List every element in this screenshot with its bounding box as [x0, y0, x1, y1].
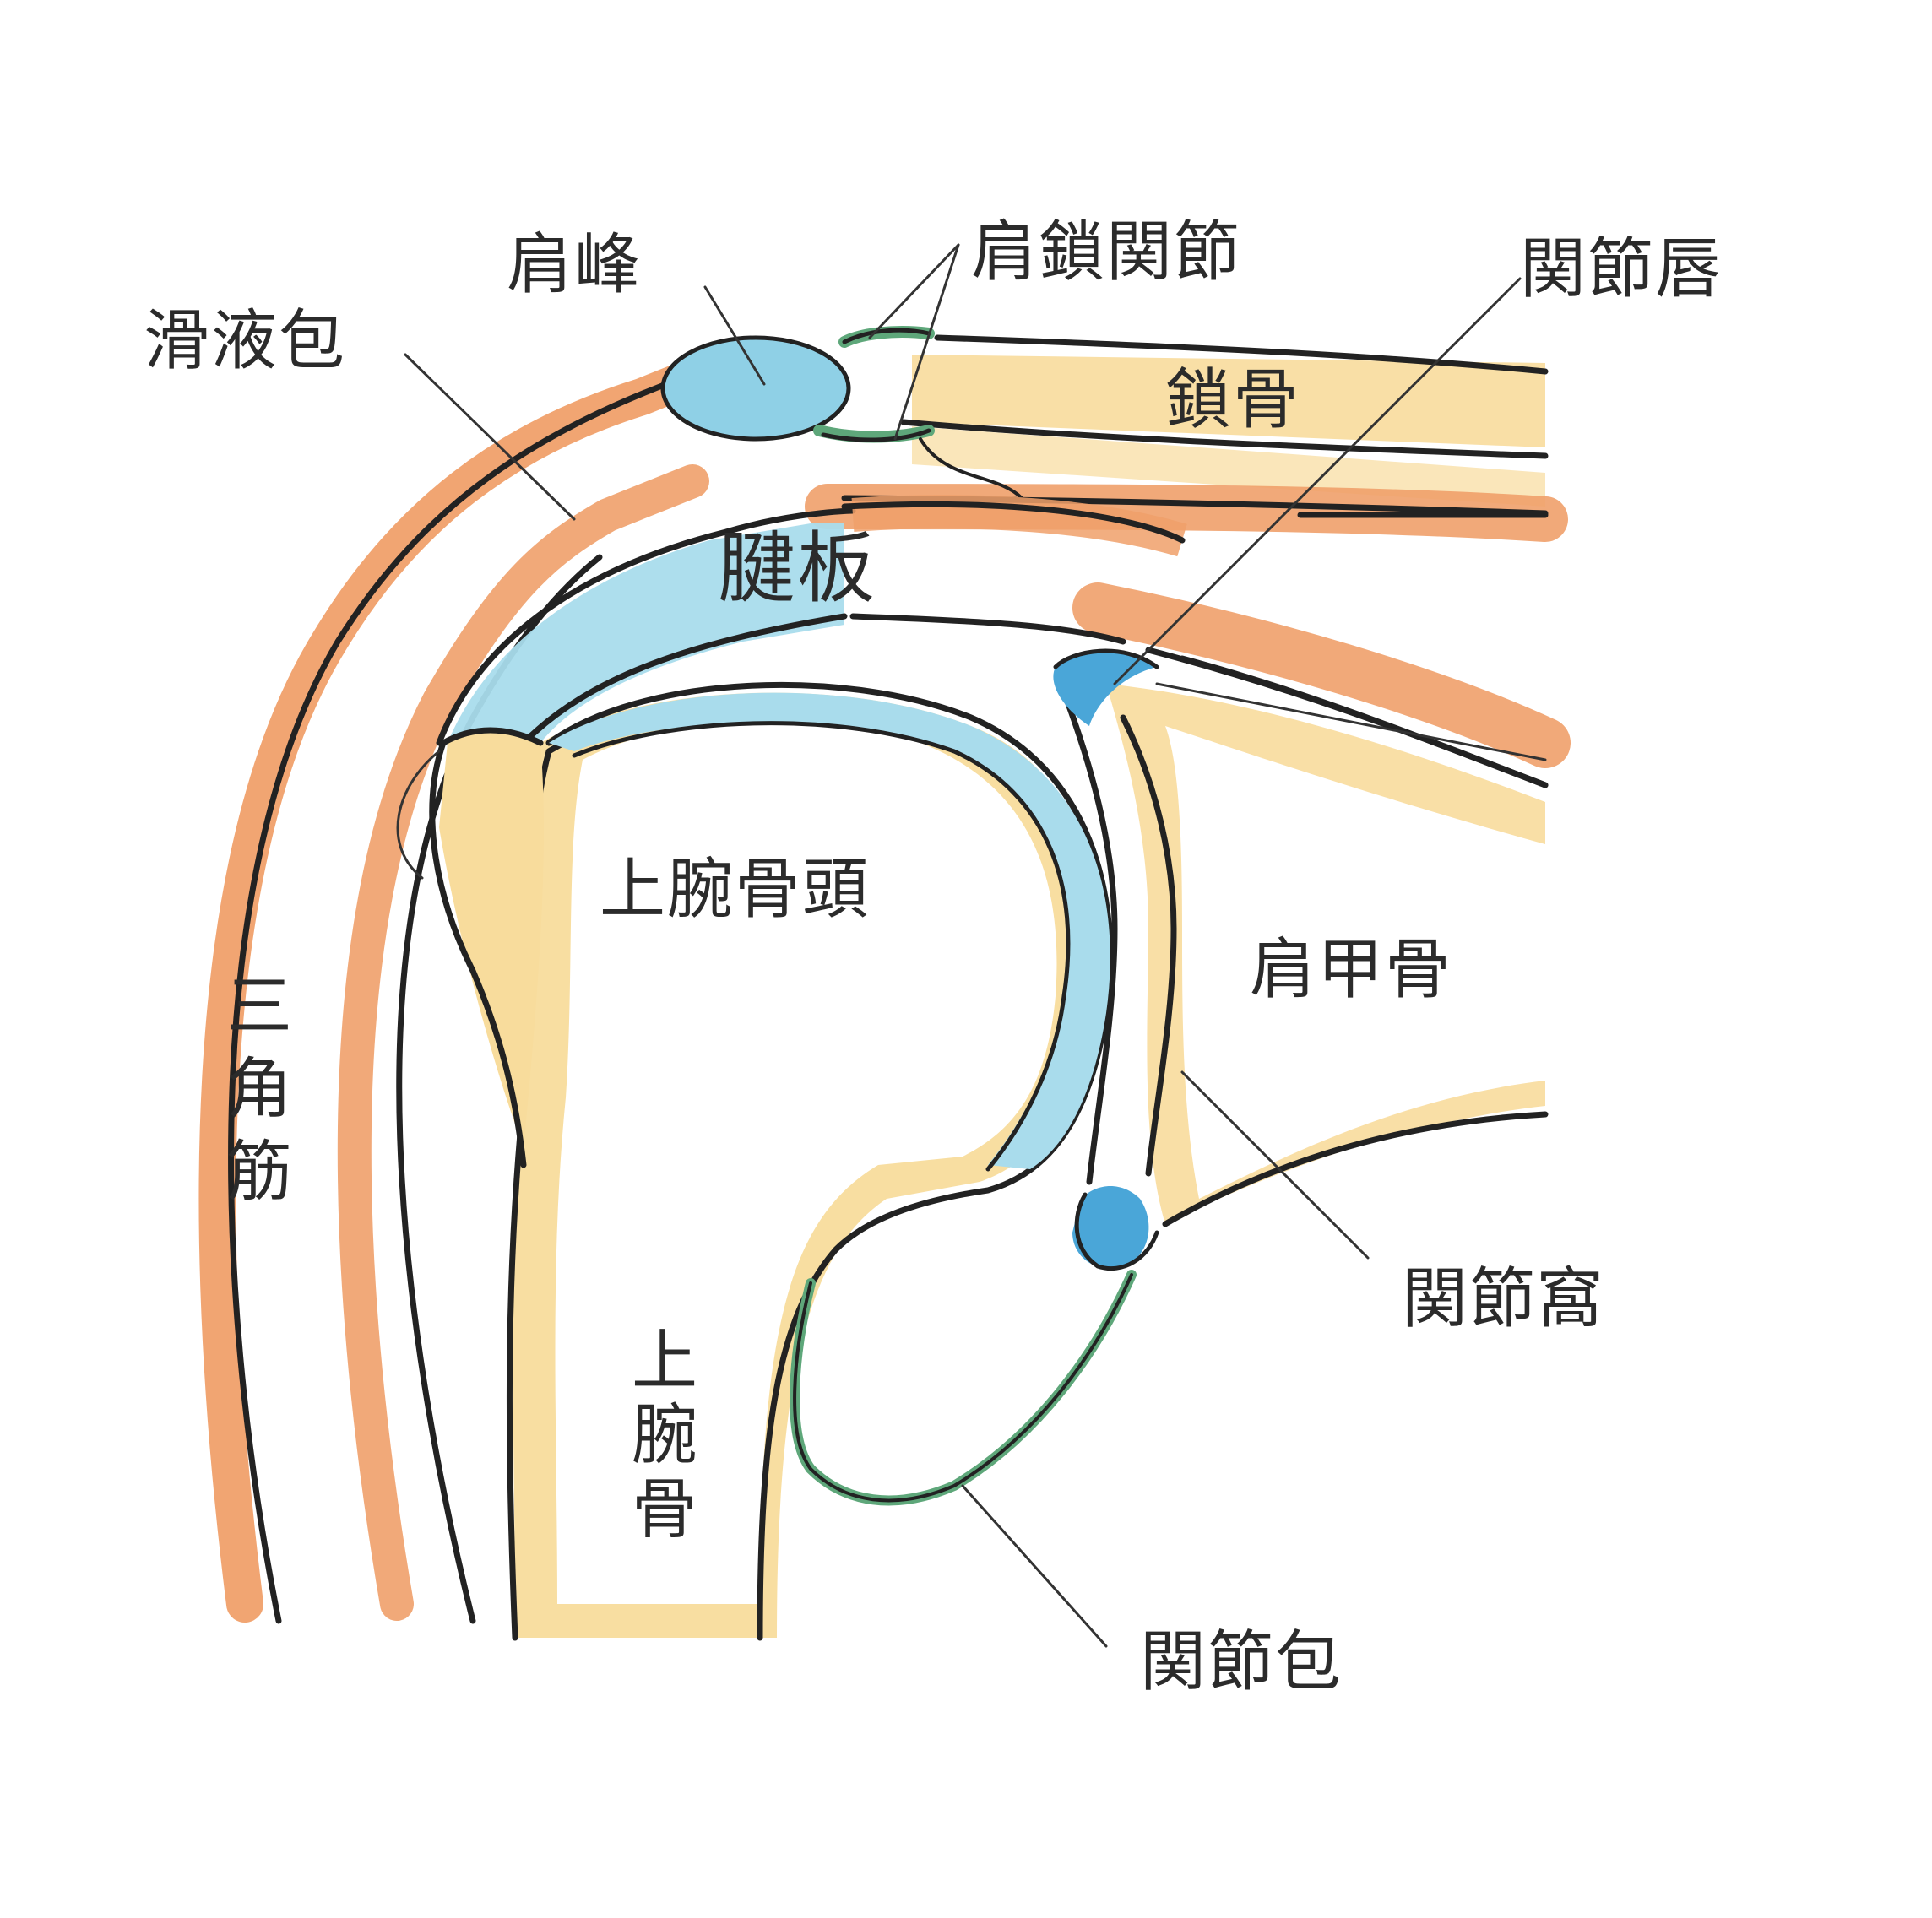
scapula-label: 肩甲骨 [1250, 932, 1452, 1008]
acromioclavicular-joint-label: 肩鎖関節 [971, 214, 1241, 290]
humeral-head-label: 上腕骨頭 [600, 852, 870, 928]
deltoid-label: 三角筋 [215, 971, 291, 1219]
acromion-label: 肩峰 [507, 227, 642, 303]
joint-capsule [795, 1275, 1132, 1500]
bursa-label: 滑液包 [144, 303, 346, 379]
rotator-cuff-label: 腱板 [718, 523, 876, 614]
acromion [663, 338, 849, 439]
glenoid-fossa-label: 関節窩 [1402, 1261, 1604, 1337]
clavicle-label: 鎖骨 [1165, 362, 1300, 438]
glenoid-labrum-label: 関節唇 [1520, 231, 1723, 307]
joint-capsule-label: 関節包 [1140, 1624, 1343, 1700]
humerus-label: 上腕骨 [621, 1325, 697, 1548]
